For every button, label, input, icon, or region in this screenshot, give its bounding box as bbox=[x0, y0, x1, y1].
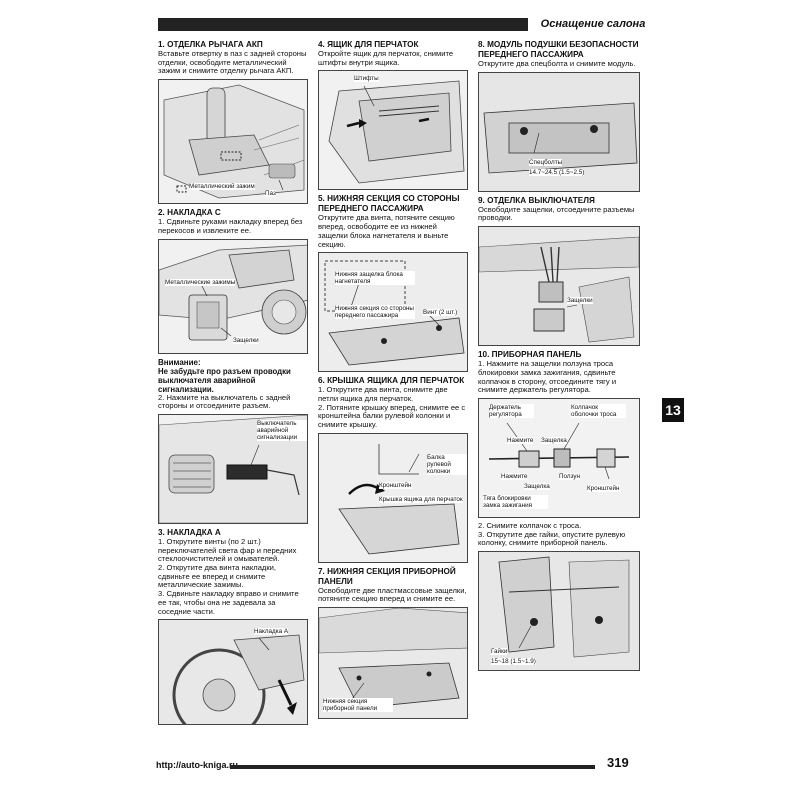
lower-dash-drawing bbox=[319, 608, 467, 719]
callout-cable-bracket: Кронштейн bbox=[587, 484, 620, 492]
figure-hazard-switch: Выключатель аварийной сигнализации bbox=[158, 413, 308, 524]
header-band bbox=[158, 18, 642, 31]
callout-latches: Защелки bbox=[233, 336, 259, 344]
section-8-title: 8. МОДУЛЬ ПОДУШКИ БЕЗОПАСНОСТИ ПЕРЕДНЕГО… bbox=[478, 40, 639, 59]
warning-label: Внимание: bbox=[158, 357, 201, 367]
callout-press-top: Нажмите bbox=[507, 436, 534, 444]
section-3-item: 3. Сдвиньте накладку вправо и снимите ее… bbox=[158, 589, 299, 616]
section-5-title: 5. НИЖНЯЯ СЕКЦИЯ СО СТОРОНЫ ПЕРЕДНЕГО ПА… bbox=[318, 194, 460, 214]
section-10-title: 10. ПРИБОРНАЯ ПАНЕЛЬ bbox=[478, 350, 582, 360]
shift-lever-drawing bbox=[163, 84, 305, 199]
section-1-text: Вставьте отвертку в паз с задней стороны… bbox=[158, 49, 307, 76]
figure-steering-column-nuts: Гайки 15~18 (1.5~1.9) bbox=[478, 551, 640, 672]
column-3: 8. МОДУЛЬ ПОДУШКИ БЕЗОПАСНОСТИ ПЕРЕДНЕГО… bbox=[478, 40, 640, 675]
section-3-item: 1. Открутите винты (по 2 шт.) переключат… bbox=[158, 536, 297, 564]
callout-cable-cap: Колпачок оболочки троса bbox=[571, 403, 626, 418]
callout-lower-latch: Нижняя защелка блока нагнетателя bbox=[335, 271, 415, 286]
callout-metal-clips: Металлические зажимы bbox=[165, 278, 236, 286]
figure-lower-section-passenger: Нижняя защелка блока нагнетателя Нижняя … bbox=[318, 252, 468, 373]
section-2-item-1: 1. Сдвиньте руками накладку вперед без п… bbox=[158, 217, 303, 235]
section-6-item: 1. Открутите два винта, снимите две петл… bbox=[318, 385, 448, 403]
callout-lower-section: Нижняя секция со стороны переднего пасса… bbox=[335, 305, 415, 320]
callout-special-bolts: Спецболты bbox=[529, 158, 563, 166]
callout-beam: Балка рулевой колонки bbox=[427, 453, 467, 475]
figure-lower-dash-section: Нижняя секция приборной панели bbox=[318, 607, 468, 720]
chapter-tab: 13 bbox=[662, 398, 684, 422]
callout-regulator-holder: Держатель регулятора bbox=[489, 403, 534, 418]
section-1-title: 1. ОТДЕЛКА РЫЧАГА АКП bbox=[158, 40, 263, 49]
footer-rule bbox=[230, 765, 595, 769]
section-5-text: Открутите два винта, потяните секцию впе… bbox=[318, 213, 455, 249]
section-8-text: Открутите два спецболта и снимите модуль… bbox=[478, 59, 636, 68]
section-10-item-3: 3. Открутите две гайки, опустите рулевую… bbox=[478, 529, 626, 548]
section-3-item: 2. Открутите два винта накладки, сдвиньт… bbox=[158, 563, 277, 590]
warning-text: Не забудьте про разъем проводки выключат… bbox=[158, 366, 291, 394]
figure-trim-a: Накладка А bbox=[158, 619, 308, 726]
trim-a-drawing bbox=[159, 620, 307, 725]
switch-trim-drawing bbox=[479, 227, 639, 346]
callout-lower-dash: Нижняя секция приборной панели bbox=[323, 698, 393, 713]
page-number: 319 bbox=[607, 755, 629, 770]
section-7-title: 7. НИЖНЯЯ СЕКЦИЯ ПРИБОРНОЙ ПАНЕЛИ bbox=[318, 566, 456, 586]
callout-metal-clip: Металлический зажим bbox=[189, 183, 255, 191]
footer-url[interactable]: http://auto-kniga.ru bbox=[156, 760, 238, 770]
section-6-items: 1. Открутите два винта, снимите две петл… bbox=[318, 385, 468, 430]
callout-hazard-switch: Выключатель аварийной сигнализации bbox=[257, 419, 307, 441]
callout-nut-torque: 15~18 (1.5~1.9) bbox=[491, 658, 536, 666]
figure-glove-box-cover: Балка рулевой колонки Кронштейн Крышка я… bbox=[318, 432, 468, 563]
section-9-text: Освободите защелки, отсоедините разъемы … bbox=[478, 204, 635, 223]
callout-bolt-torque: 14.7~24.5 (1.5~2.5) bbox=[529, 168, 585, 176]
section-7-text: Освободите две пластмассовые защелки, по… bbox=[318, 585, 467, 604]
section-10-item-2: 2. Снимите колпачок с троса. bbox=[478, 520, 582, 530]
callout-switch-latches: Защелки bbox=[567, 297, 593, 305]
section-4-text: Откройте ящик для перчаток, снимите штиф… bbox=[318, 49, 454, 67]
glove-box-drawing bbox=[328, 80, 465, 184]
section-2-title: 2. НАКЛАДКА С bbox=[158, 208, 221, 218]
section-6-item: 2. Потяните крышку вперед, снимите ее с … bbox=[318, 402, 466, 430]
figure-glove-box: Штифты bbox=[318, 70, 468, 191]
callout-slot: Паз bbox=[265, 190, 276, 198]
callout-trim-a: Накладка А bbox=[254, 628, 289, 636]
section-3-items: 1. Открутите винты (по 2 шт.) переключат… bbox=[158, 536, 308, 616]
section-10-item-1: 1. Нажмите на защелки ползуна троса блок… bbox=[478, 359, 617, 395]
section-2-item-2: 2. Нажмите на выключатель с задней сторо… bbox=[158, 392, 291, 411]
figure-airbag-module: Спецболты 14.7~24.5 (1.5~2.5) bbox=[478, 71, 640, 192]
callout-screw: Винт (2 шт.) bbox=[423, 309, 458, 317]
section-9-title: 9. ОТДЕЛКА ВЫКЛЮЧАТЕЛЯ bbox=[478, 195, 595, 205]
figure-switch-trim: Защелки bbox=[478, 226, 640, 347]
callout-cover: Крышка ящика для перчаток bbox=[379, 495, 463, 503]
hazard-switch-drawing bbox=[159, 414, 307, 523]
column-2: 4. ЯЩИК ДЛЯ ПЕРЧАТОК Откройте ящик для п… bbox=[318, 40, 468, 723]
figure-trim-c: Металлические зажимы Защелки bbox=[158, 238, 308, 354]
callout-bracket: Кронштейн bbox=[379, 481, 412, 489]
callout-latch-bottom: Защелка bbox=[524, 482, 550, 490]
callout-pins: Штифты bbox=[354, 75, 379, 83]
callout-lock-rod: Тяга блокировки замка зажигания bbox=[483, 494, 548, 509]
callout-press-bottom: Нажмите bbox=[501, 472, 528, 480]
callout-latch-top: Защелка bbox=[541, 436, 567, 444]
page-header-title: Оснащение салона bbox=[528, 17, 658, 32]
section-6-title: 6. КРЫШКА ЯЩИКА ДЛЯ ПЕРЧАТОК bbox=[318, 376, 465, 386]
figure-ignition-lock-cable: Держатель регулятора Колпачок оболочки т… bbox=[478, 397, 640, 518]
callout-nuts: Гайки bbox=[491, 648, 508, 656]
section-4-title: 4. ЯЩИК ДЛЯ ПЕРЧАТОК bbox=[318, 40, 419, 49]
section-3-title: 3. НАКЛАДКА А bbox=[158, 527, 221, 537]
figure-shift-lever-trim: Металлический зажим Паз bbox=[158, 79, 308, 205]
callout-slider: Ползун bbox=[559, 472, 581, 480]
column-1: 1. ОТДЕЛКА РЫЧАГА АКП Вставьте отвертку … bbox=[158, 40, 308, 729]
